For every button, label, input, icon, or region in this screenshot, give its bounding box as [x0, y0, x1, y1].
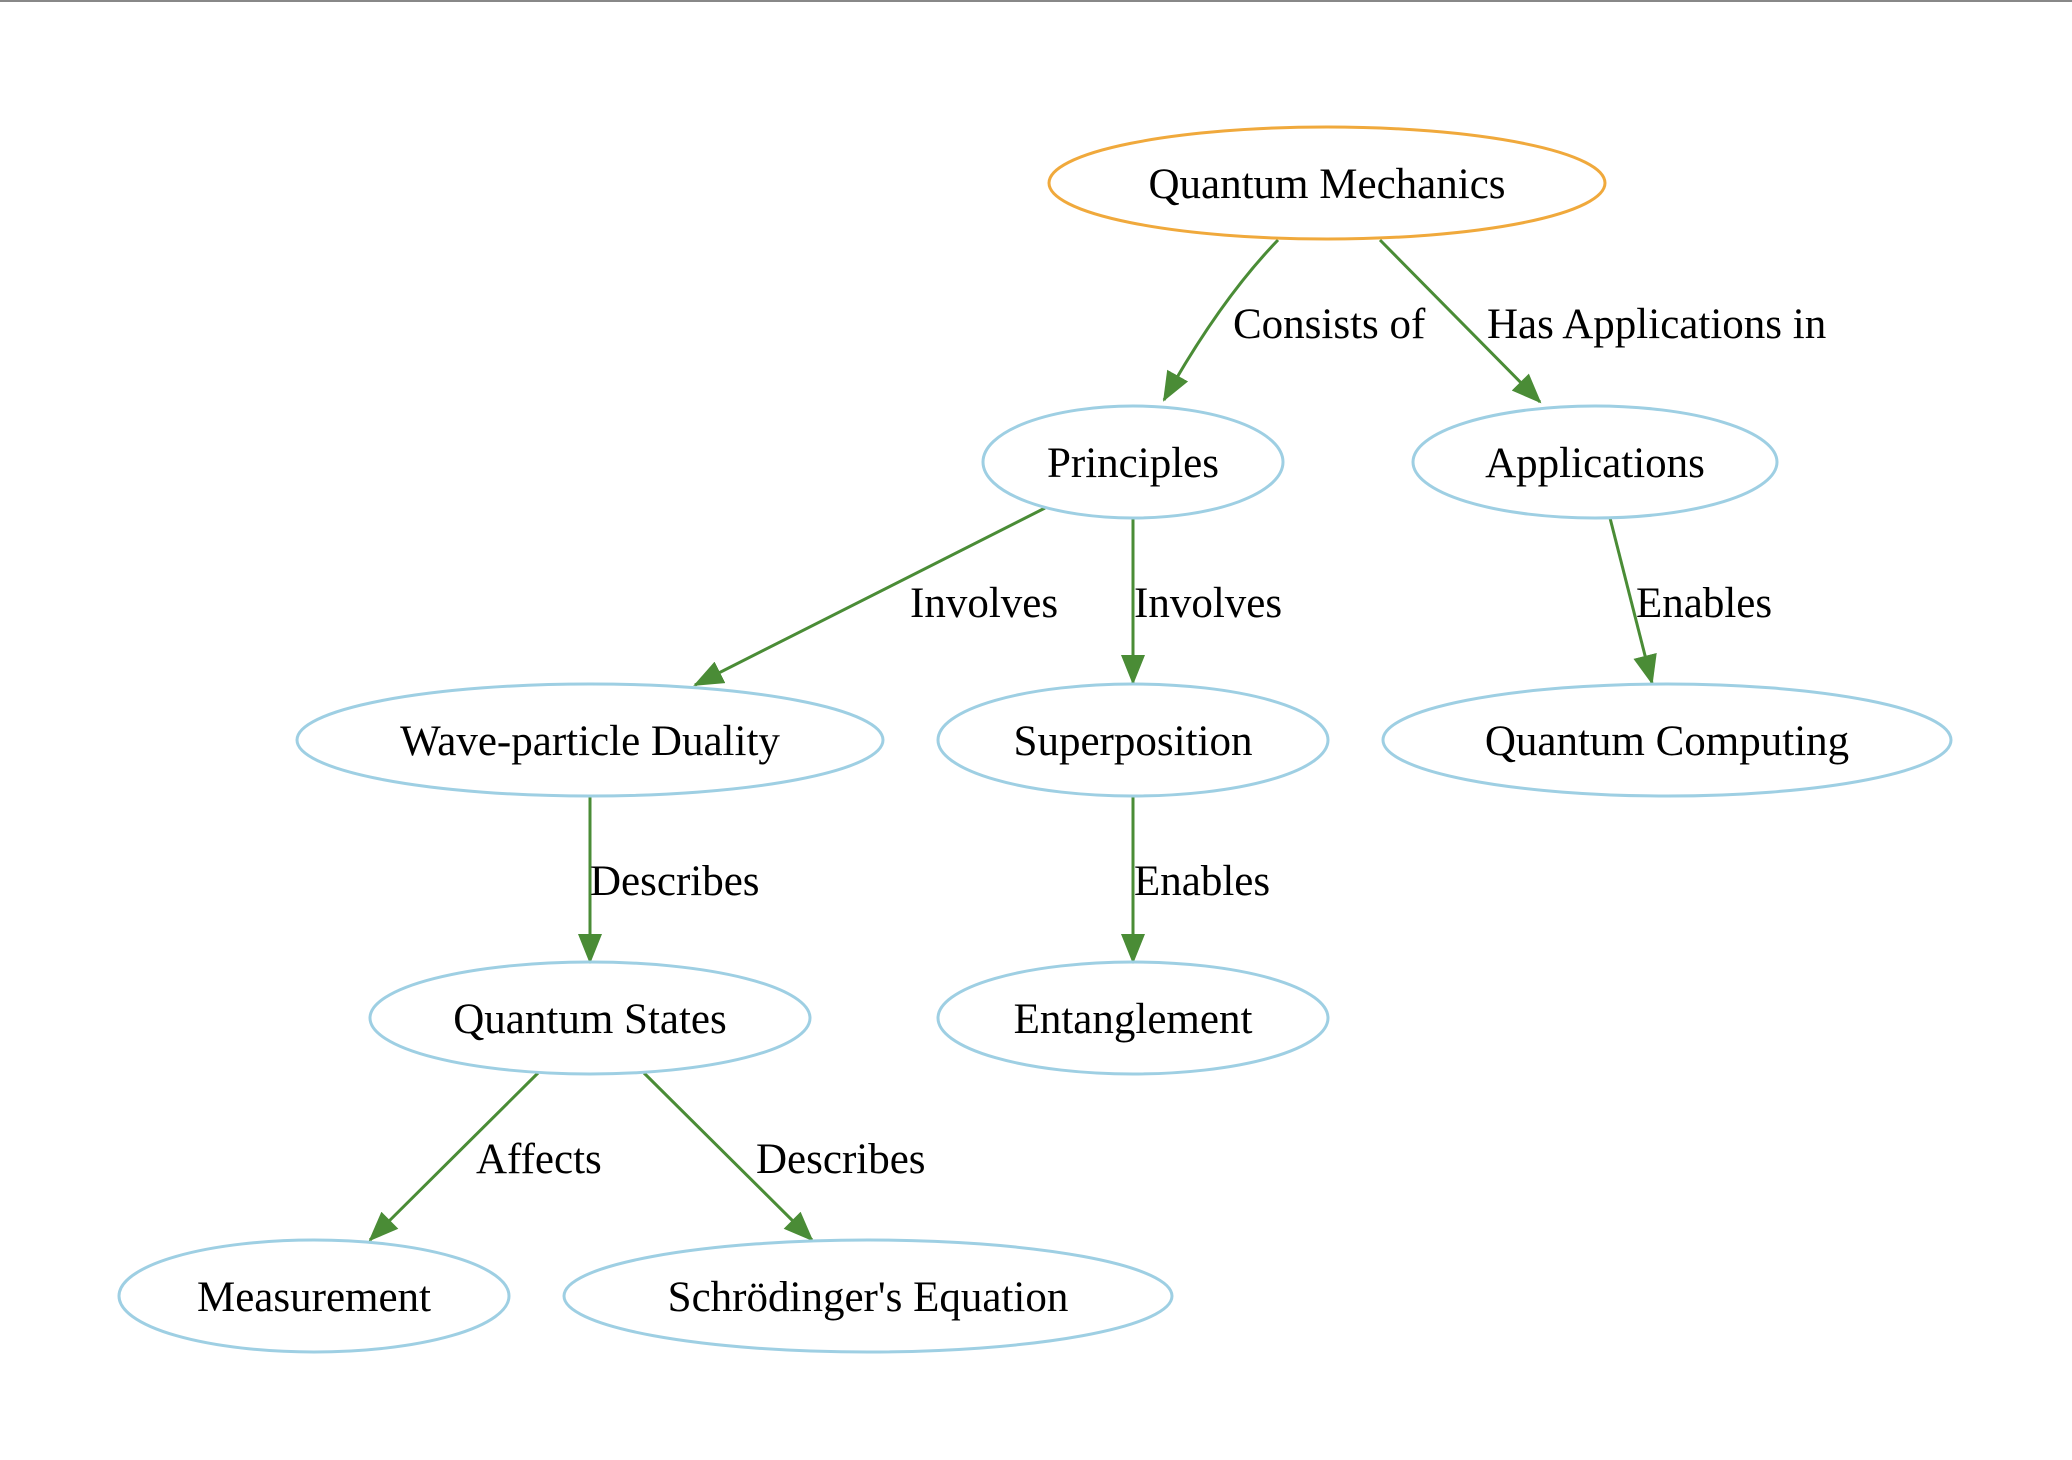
node-principles[interactable]: Principles — [981, 404, 1285, 520]
node-label-quantum-states: Quantum States — [453, 996, 727, 1043]
edge-labels-layer: Consists of Has Applications in Involves… — [476, 301, 1826, 1183]
edge-applications-to-quantum-computing — [1608, 517, 1657, 685]
edge-label-describes-states: Describes — [590, 858, 760, 905]
node-shape — [368, 960, 812, 1076]
node-label-principles: Principles — [1047, 440, 1219, 487]
edge-label-involves-wave: Involves — [910, 580, 1058, 627]
nodes-layer: Quantum Mechanics Principles Application… — [117, 125, 1953, 1354]
edge-quantum-mechanics-to-applications — [1378, 238, 1542, 404]
node-label-quantum-mechanics: Quantum Mechanics — [1148, 161, 1505, 208]
edge-principles-to-wave-particle-duality — [693, 506, 1046, 687]
node-shape — [936, 682, 1330, 798]
edge-label-enables-computing: Enables — [1636, 580, 1772, 627]
node-shape — [562, 1238, 1174, 1354]
node-shape — [936, 960, 1330, 1076]
edge-label-enables-entanglement: Enables — [1134, 858, 1270, 905]
edges-layer — [368, 238, 1657, 1242]
node-applications[interactable]: Applications — [1411, 404, 1779, 520]
node-quantum-states[interactable]: Quantum States — [368, 960, 812, 1076]
node-schrodingers-equation[interactable]: Schrödinger's Equation — [562, 1238, 1174, 1354]
node-quantum-mechanics[interactable]: Quantum Mechanics — [1047, 125, 1607, 241]
edge-quantum-mechanics-to-principles — [1162, 238, 1280, 402]
node-label-schrodingers-equation: Schrödinger's Equation — [668, 1274, 1069, 1321]
node-shape — [1381, 682, 1953, 798]
node-shape — [1411, 404, 1779, 520]
node-label-entanglement: Entanglement — [1014, 996, 1253, 1043]
edge-quantum-states-to-schrodingers-equation — [642, 1071, 814, 1242]
edge-quantum-states-to-measurement — [368, 1071, 540, 1242]
node-entanglement[interactable]: Entanglement — [936, 960, 1330, 1076]
node-label-applications: Applications — [1485, 440, 1705, 487]
node-superposition[interactable]: Superposition — [936, 682, 1330, 798]
node-wave-particle-duality[interactable]: Wave-particle Duality — [295, 682, 885, 798]
node-shape — [1047, 125, 1607, 241]
node-label-superposition: Superposition — [1014, 718, 1253, 765]
edge-label-consists-of: Consists of — [1233, 301, 1426, 348]
node-quantum-computing[interactable]: Quantum Computing — [1381, 682, 1953, 798]
node-shape — [117, 1238, 511, 1354]
edge-label-describes-equation: Describes — [756, 1136, 926, 1183]
node-label-quantum-computing: Quantum Computing — [1485, 718, 1849, 765]
edge-label-involves-superposition: Involves — [1134, 580, 1282, 627]
node-label-wave-particle-duality: Wave-particle Duality — [400, 718, 780, 765]
node-measurement[interactable]: Measurement — [117, 1238, 511, 1354]
node-label-measurement: Measurement — [197, 1274, 431, 1321]
edge-label-has-applications-in: Has Applications in — [1487, 301, 1826, 348]
node-shape — [981, 404, 1285, 520]
node-shape — [295, 682, 885, 798]
edge-label-affects: Affects — [476, 1136, 602, 1183]
